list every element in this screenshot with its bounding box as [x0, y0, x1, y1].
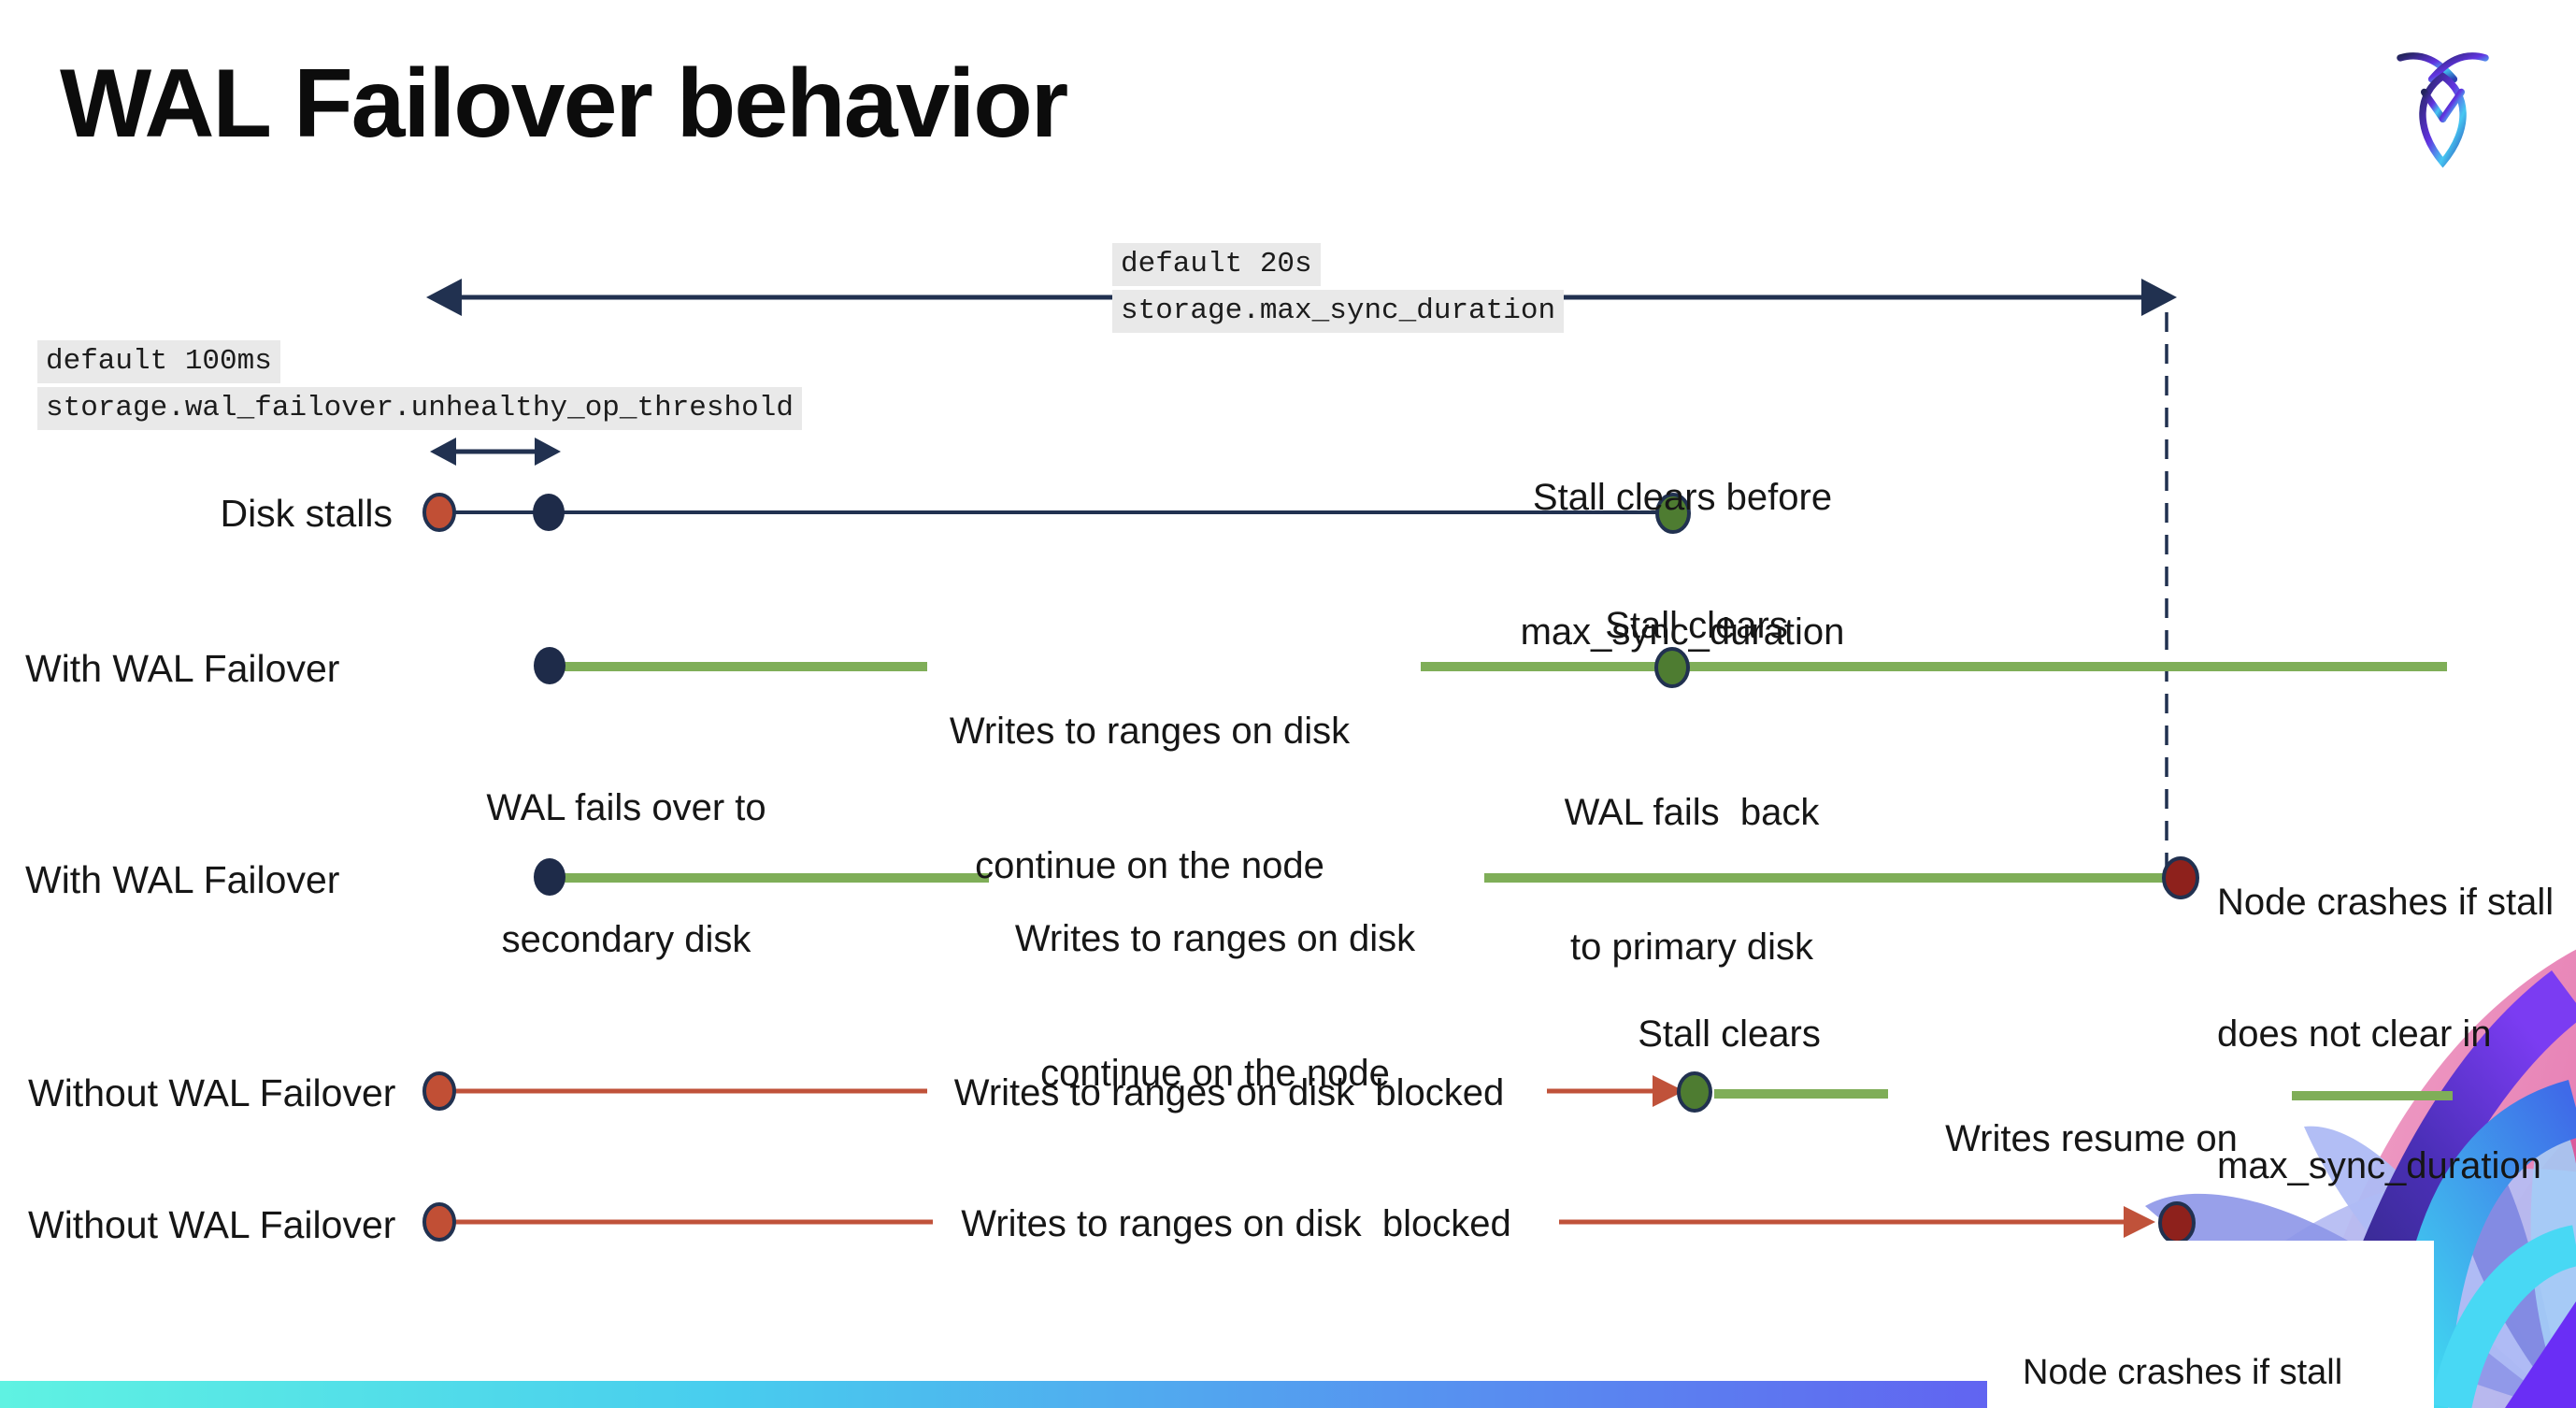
disk-stall-start-dot	[422, 1071, 456, 1111]
wal-fails-over-annotation: WAL fails over to secondary disk	[486, 787, 766, 960]
node-crashes-callout-box: Node crashes if stall does not clear in …	[1987, 1241, 2434, 1408]
unhealthy-op-threshold-arrow	[430, 438, 561, 466]
page-title: WAL Failover behavior	[60, 50, 1068, 158]
node-crashes-annotation-row5: Node crashes if stall does not clear in …	[2023, 1353, 2343, 1392]
max-sync-duration-label: default 20s storage.max_sync_duration	[1112, 243, 1565, 333]
row-label-with-wal-failover-1: With WAL Failover	[25, 647, 340, 690]
disk-stall-start-dot	[422, 1202, 456, 1242]
row-disk-stalls-timeline	[422, 493, 1691, 534]
row-label-disk-stalls: Disk stalls	[220, 492, 393, 535]
cockroachdb-logo-icon	[2397, 52, 2489, 168]
threshold-setting-name: storage.wal_failover.unhealthy_op_thresh…	[37, 387, 802, 430]
flower-violet-wedge	[2505, 1301, 2576, 1408]
writes-blocked-annotation-row5: Writes to ranges on disk blocked	[961, 1203, 1511, 1244]
row-with-failover-clears-timeline	[534, 647, 2447, 688]
blocked-arrowhead	[1653, 1075, 1684, 1107]
row-label-without-wal-failover-2: Without WAL Failover	[28, 1203, 396, 1246]
stall-clears-annotation-row2: Stall clears	[1605, 605, 1788, 646]
stall-clears-dot	[1677, 1071, 1712, 1113]
failover-dot	[534, 858, 565, 896]
max-sync-setting-name: storage.max_sync_duration	[1112, 290, 1565, 333]
stall-clears-dot	[1655, 493, 1691, 534]
node-crashes-annotation-row3: Node crashes if stall does not clear in …	[2217, 882, 2555, 1186]
failover-dot	[534, 647, 565, 684]
stall-clears-before-annotation: Stall clears before max_sync_duration	[1520, 477, 1845, 653]
wal-fails-back-annotation: WAL fails back to primary disk	[1564, 792, 1820, 968]
writes-continue-annotation-row3: Writes to ranges on disk continue on the…	[1014, 918, 1416, 1094]
blocked-arrowhead	[2124, 1206, 2155, 1238]
max-sync-default-value: default 20s	[1112, 243, 1321, 286]
threshold-default-value: default 100ms	[37, 340, 280, 383]
threshold-reached-dot	[533, 494, 565, 531]
row-without-failover-crash-timeline	[422, 1201, 2196, 1244]
node-crash-dot	[2162, 856, 2199, 899]
writes-blocked-annotation-row4: Writes to ranges on disk blocked	[953, 1072, 1505, 1113]
unhealthy-op-threshold-label: default 100ms storage.wal_failover.unhea…	[37, 340, 802, 430]
writes-continue-annotation: Writes to ranges on disk continue on the…	[949, 711, 1351, 886]
stall-clears-annotation-row4: Stall clears	[1638, 1013, 1821, 1055]
flower-cyan-ring	[2430, 1225, 2576, 1408]
stall-clears-dot	[1654, 647, 1690, 688]
row-label-without-wal-failover-1: Without WAL Failover	[28, 1071, 396, 1114]
row-with-failover-crash-timeline	[534, 856, 2199, 899]
row-label-with-wal-failover-2: With WAL Failover	[25, 858, 340, 901]
row-without-failover-clears-timeline	[422, 1071, 2453, 1113]
disk-stall-start-dot	[422, 493, 456, 532]
